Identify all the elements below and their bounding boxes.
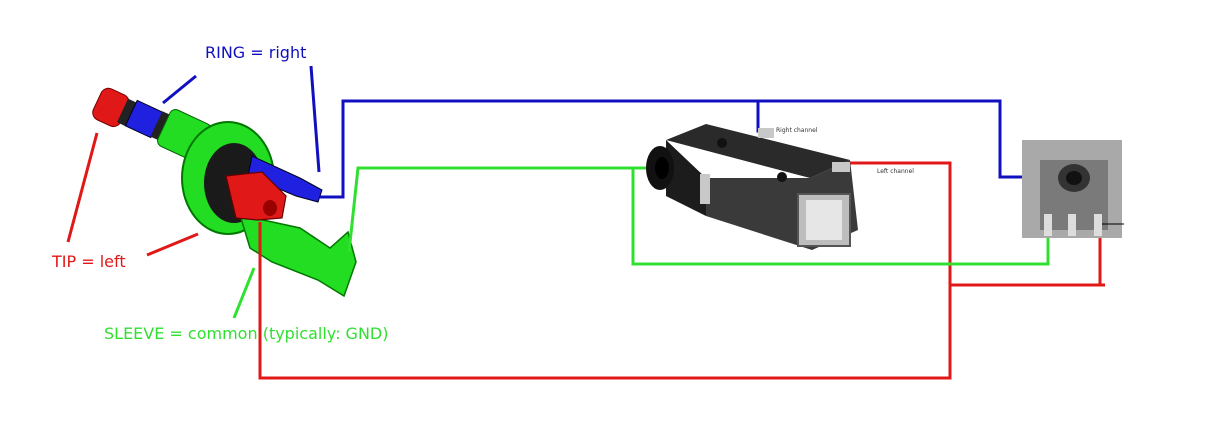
ring-pointer-2 [309, 65, 321, 173]
jack-contact-front-inner [806, 200, 842, 240]
left-channel-label: Left channel [877, 168, 914, 175]
sleeve-label: SLEEVE = common (typically: GND) [104, 324, 389, 343]
jack-pin-left [832, 162, 850, 172]
plug-insulator-2 [150, 111, 172, 141]
jack-socket-hole [655, 157, 669, 179]
jack-pin-right [758, 128, 774, 138]
panel-jack-socket-hole [1066, 171, 1082, 185]
jack-body-top [666, 124, 850, 178]
sleeve-wire-return [631, 168, 1050, 266]
sleeve-pointer [232, 267, 256, 319]
tip-pointer-2 [146, 232, 199, 257]
plug-insulator-1 [117, 98, 139, 128]
jack-peg-1 [717, 138, 727, 148]
jack-pin-side [700, 174, 710, 204]
ring-wire-branch [756, 101, 771, 133]
panel-jack-pin-3 [1094, 214, 1102, 236]
plug-sleeve-lug [238, 213, 357, 298]
annotation-pointers [66, 65, 321, 319]
pcb-jack [646, 124, 858, 250]
right-channel-label: Right channel [776, 127, 818, 134]
sleeve-wire [347, 166, 668, 253]
tip-pointer-1 [66, 132, 99, 243]
tip-wire [258, 161, 952, 380]
panel-jack-pin-2 [1068, 214, 1076, 236]
jack-body-side [666, 140, 706, 216]
plug-tip-lug-hole [263, 200, 277, 216]
ring-label: RING = right [205, 43, 307, 62]
ring-pointer-1 [162, 74, 197, 105]
tip-label: TIP = left [52, 252, 126, 271]
jack-peg-2 [777, 172, 787, 182]
stereo-plug [92, 87, 357, 298]
panel-jack [1022, 140, 1124, 238]
panel-jack-pin-1 [1044, 214, 1052, 236]
